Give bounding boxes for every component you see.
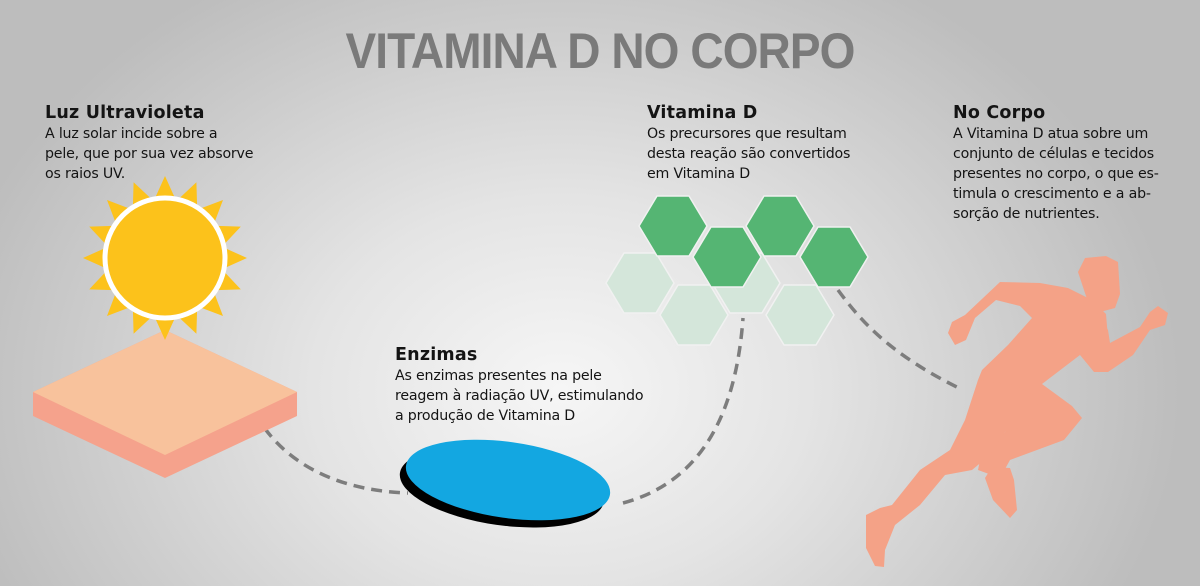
step-heading: Vitamina D <box>647 103 758 123</box>
step-heading: No Corpo <box>953 103 1046 123</box>
step-vitamin-d: Vitamina D Os precursores que resultam d… <box>647 103 850 184</box>
step-uv: Luz Ultravioleta A luz solar incide sobr… <box>45 103 253 184</box>
step-description: A luz solar incide sobre a pele, que por… <box>45 126 254 182</box>
hexagon-shape <box>745 195 815 257</box>
step-enzymes: Enzimas As enzimas presentes na pele rea… <box>395 345 644 426</box>
hexagon-shape <box>605 252 675 314</box>
hexagon-shape <box>659 284 729 346</box>
enzyme-disc-icon <box>399 439 611 528</box>
step-description: Os precursores que resultam desta reação… <box>647 126 851 182</box>
page-title: VITAMINA D NO CORPO <box>345 23 856 79</box>
hexagon-shape <box>765 284 835 346</box>
skin-slab-icon <box>33 330 297 478</box>
connector-enzyme-to-hex <box>622 317 745 505</box>
hexagon-shape <box>692 226 762 288</box>
step-heading: Luz Ultravioleta <box>45 103 205 123</box>
step-body: No Corpo A Vitamina D atua sobre um conj… <box>953 103 1159 224</box>
connector-hex-to-body <box>836 288 964 392</box>
sun-icon <box>83 176 247 340</box>
step-description: As enzimas presentes na pele reagem à ra… <box>395 368 644 424</box>
hexagon-shape <box>638 195 708 257</box>
hexagon-shape <box>799 226 869 288</box>
vitamin-d-hexagons-icon <box>605 195 869 346</box>
step-heading: Enzimas <box>395 345 478 365</box>
connector-skin-to-enzyme <box>253 412 409 495</box>
step-description: A Vitamina D atua sobre um conjunto de c… <box>953 126 1159 222</box>
running-person-icon <box>866 256 1168 567</box>
